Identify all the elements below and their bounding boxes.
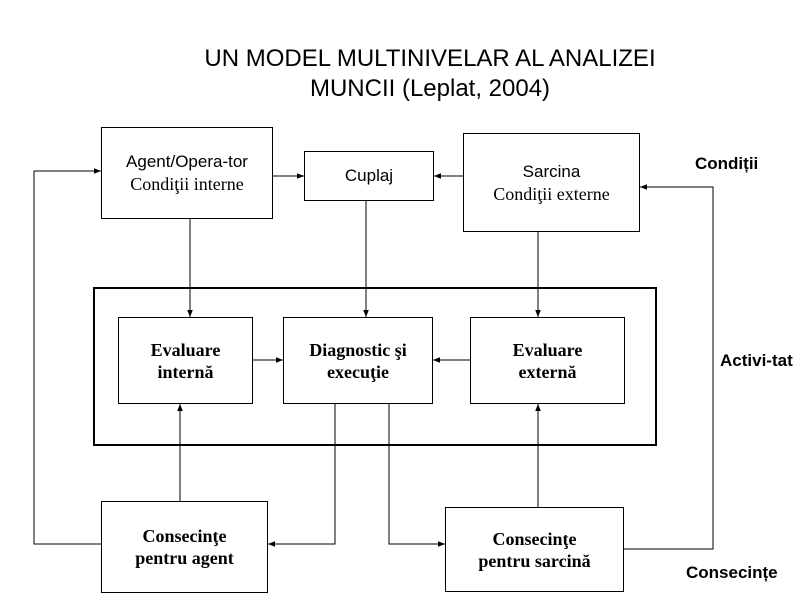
agent-label: Agent/Opera-tor [126,152,248,171]
evaluare-interna-line-2: internă [157,361,214,382]
arrow-diagnostic-to-consecinte-agent [268,404,336,547]
agent-conditions-label: Condiţii interne [130,174,244,194]
diagnostic-line-2: execuţie [327,361,389,382]
cuplaj-box: Cuplaj [304,151,434,201]
side-label-conditii: Condiții [695,154,759,173]
activity-frame [93,287,657,446]
agent-box: Agent/Opera-tor Condiţii interne [101,127,273,219]
arrow-consecinte-sarcina-to-sarcina [624,184,714,550]
title-line-2: MUNCII (Leplat, 2004) [309,75,551,102]
title-line-1: UN MODEL MULTINIVELAR AL ANALIZEI [204,45,656,72]
cuplaj-label: Cuplaj [344,166,394,185]
sarcina-conditions-label: Condiţii externe [493,183,610,204]
evaluare-externa-box: Evaluare externă [470,317,625,404]
diagnostic-line-1: Diagnostic şi [309,339,407,360]
consecinte-sarcina-line-2: pentru sarcină [478,550,591,571]
consecinte-agent-line-1: Consecinţe [142,526,227,546]
consecinte-sarcina-line-1: Consecinţe [492,528,577,549]
evaluare-externa-line-1: Evaluare [512,339,583,360]
evaluare-interna-box: Evaluare internă [118,317,253,404]
diagram-title: UN MODEL MULTINIVELAR AL ANALIZEI MUNCII… [130,44,730,104]
evaluare-interna-line-1: Evaluare [150,339,221,360]
arrow-consecinte-agent-to-agent [33,168,101,545]
diagnostic-box: Diagnostic şi execuţie [283,317,433,404]
sarcina-box: Sarcina Condiţii externe [463,133,640,232]
arrow-diagnostic-to-consecinte-sarcina [388,404,445,547]
evaluare-externa-line-2: externă [518,361,577,382]
side-label-activitate: Activi-tat [720,351,793,370]
consecinte-sarcina-box: Consecinţe pentru sarcină [445,507,624,592]
side-label-consecinte: Consecințe [686,563,778,582]
consecinte-agent-box: Consecinţe pentru agent [101,501,268,593]
consecinte-agent-line-2: pentru agent [135,548,234,568]
sarcina-label: Sarcina [522,161,581,181]
